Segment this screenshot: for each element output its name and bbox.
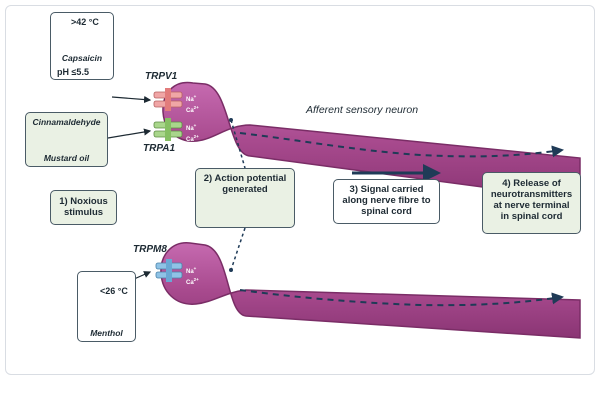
cinnamaldehyde-mustard-box: Cinnamaldehyde Mustard oil [25, 112, 108, 167]
trpv1-channel-icon [153, 88, 183, 111]
cinnamaldehyde-arrow [107, 128, 152, 139]
capsaicin-label: Capsaicin [61, 53, 103, 63]
trpv1-label: TRPV1 [145, 71, 178, 82]
trpv1-ions-label: Na+ Ca2+ [186, 94, 199, 114]
trpm8-label: TRPM8 [133, 244, 167, 255]
heat-temperature-label: >42 °C [71, 17, 99, 27]
signal-origin-dot-upper [229, 118, 233, 122]
trpm8-ions-label: Na+ Ca2+ [186, 266, 199, 286]
cold-menthol-box: <26 °C Menthol [77, 271, 136, 342]
step4-box: 4) Release of neurotransmitters at nerve… [482, 172, 581, 234]
menthol-label: Menthol [90, 328, 123, 338]
cinnamaldehyde-label: Cinnamaldehyde [32, 117, 101, 127]
lower-neuron [160, 242, 581, 339]
trpa1-channel-icon [153, 118, 183, 141]
upper-signal-dashed-arrow [239, 132, 564, 158]
trpa1-label: TRPA1 [143, 143, 176, 154]
trpm8-channel-icon [155, 259, 183, 282]
signal-origin-dot-lower [229, 268, 233, 272]
step2-box: 2) Action potential generated [195, 168, 295, 228]
step2-label: 2) Action potential generated [203, 173, 287, 195]
lower-signal-dashed-arrow [239, 289, 564, 307]
heat-capsaicin-box: >42 °C Capsaicin pH ≤5.5 [50, 12, 114, 80]
ap-connector-lower [230, 227, 246, 271]
ph-label: pH ≤5.5 [57, 67, 89, 77]
step1-box: 1) Noxious stimulus [50, 190, 117, 225]
neuron-label: Afferent sensory neuron [306, 104, 419, 116]
step3-box: 3) Signal carried along nerve fibre to s… [333, 179, 440, 224]
cold-temperature-label: <26 °C [100, 286, 128, 296]
ap-connector-upper [230, 119, 246, 169]
trpa1-ions-label: Na+ Ca2+ [186, 123, 199, 143]
heat-arrow [111, 95, 152, 104]
mustard-oil-label: Mustard oil [43, 153, 90, 163]
